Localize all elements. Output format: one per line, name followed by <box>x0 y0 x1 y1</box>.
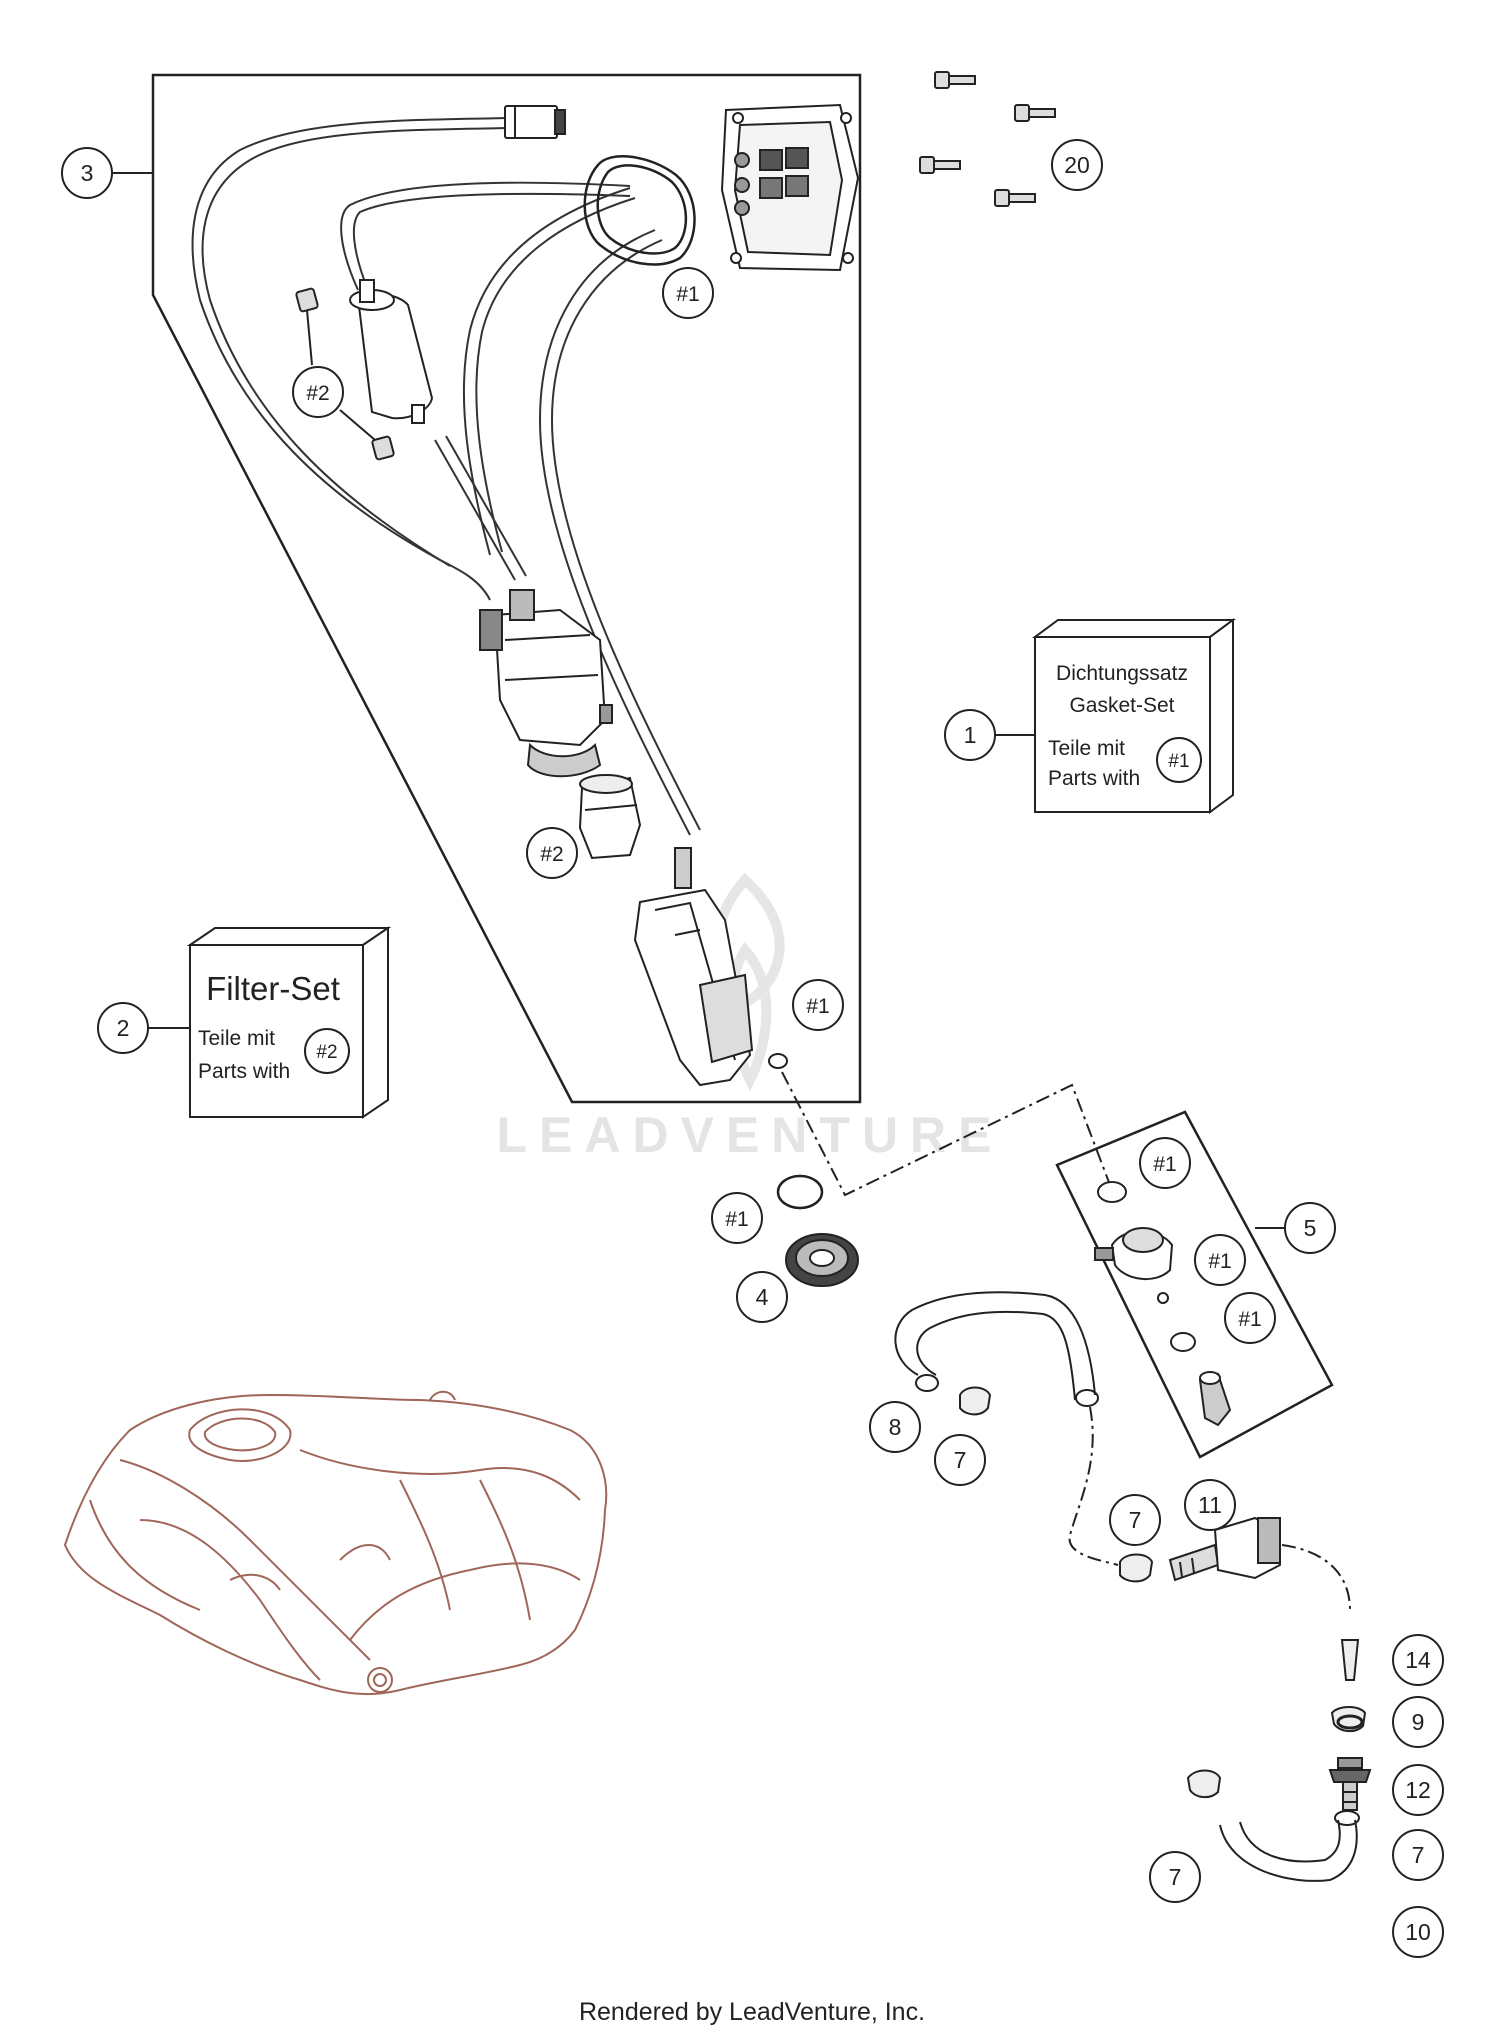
fuel-tank <box>63 1390 608 1696</box>
svg-text:20: 20 <box>1064 152 1090 178</box>
filter-set-title: Filter-Set <box>206 970 340 1007</box>
svg-text:#2: #2 <box>316 1042 337 1063</box>
quick-connector-11 <box>1168 1516 1282 1582</box>
callout-h1-group5-mid: #1 <box>1194 1234 1246 1286</box>
parts-group-frame-5 <box>1055 1110 1334 1459</box>
fuel-lines <box>340 181 701 836</box>
svg-text:12: 12 <box>1405 1777 1431 1803</box>
callout-h2-caps: #2 <box>292 366 344 418</box>
callout-h1-filter-oring: #1 <box>792 979 844 1031</box>
fuel-pump-motor <box>479 589 613 778</box>
assembly-frame <box>151 73 862 1104</box>
svg-text:14: 14 <box>1405 1647 1431 1673</box>
hose-10 <box>1219 1810 1360 1882</box>
svg-text:#1: #1 <box>806 995 829 1018</box>
svg-text:#1: #1 <box>1238 1308 1261 1331</box>
gasket-set-line4: Parts with <box>1048 767 1140 790</box>
hose-clamps <box>959 1386 1367 1798</box>
svg-text:#1: #1 <box>725 1208 748 1231</box>
svg-text:9: 9 <box>1412 1709 1425 1735</box>
o-ring-filter <box>768 1053 788 1069</box>
svg-text:#2: #2 <box>540 843 563 866</box>
callout-11: 11 <box>1184 1479 1236 1531</box>
filter-caps <box>295 287 395 461</box>
svg-text:7: 7 <box>1412 1842 1425 1868</box>
pump-seal-ring <box>583 155 696 266</box>
stack-parts <box>1328 1639 1372 1811</box>
svg-text:10: 10 <box>1405 1919 1431 1945</box>
footer-rendered-by: Rendered by LeadVenture, Inc. <box>579 1998 925 2026</box>
callout-7-clamp: 7 <box>1109 1494 1161 1546</box>
o-ring-4 <box>776 1174 824 1210</box>
svg-text:4: 4 <box>756 1284 769 1310</box>
watermark: LEADVENTURE <box>496 1107 1003 1163</box>
svg-text:7: 7 <box>954 1447 967 1473</box>
svg-text:11: 11 <box>1198 1492 1222 1518</box>
svg-text:2: 2 <box>117 1015 130 1041</box>
leader-lines-h2 <box>306 309 376 441</box>
pump-flange <box>720 103 860 272</box>
fuel-filter-element <box>633 847 754 1087</box>
callout-12: 12 <box>1392 1764 1444 1816</box>
svg-text:#1: #1 <box>1153 1153 1176 1176</box>
callout-10: 10 <box>1392 1906 1444 1958</box>
svg-text:#1: #1 <box>1168 751 1189 772</box>
callout-2: 2 <box>97 1002 149 1054</box>
svg-text:7: 7 <box>1169 1864 1182 1890</box>
svg-text:#1: #1 <box>676 283 699 306</box>
filter-sleeve <box>578 774 642 860</box>
hose-8 <box>894 1291 1099 1407</box>
callout-h1-group5-top: #1 <box>1139 1137 1191 1189</box>
callout-h1-pump-top: #1 <box>662 267 714 319</box>
wire-harness <box>191 117 511 601</box>
callout-h2-sleeve: #2 <box>526 827 578 879</box>
callout-7-hose8: 7 <box>934 1434 986 1486</box>
gasket-set-line2: Gasket-Set <box>1069 694 1174 717</box>
callout-8: 8 <box>869 1401 921 1453</box>
callout-7-right: 7 <box>1392 1829 1444 1881</box>
callout-7-left: 7 <box>1149 1851 1201 1903</box>
callout-h1-group5-bottom: #1 <box>1224 1292 1276 1344</box>
inline-fuel-filter <box>349 279 434 424</box>
callout-9: 9 <box>1392 1696 1444 1748</box>
svg-text:#1: #1 <box>1208 1250 1231 1273</box>
callout-h1-oring-4: #1 <box>711 1192 763 1244</box>
screws <box>919 71 1056 207</box>
gasket-set-line3: Teile mit <box>1048 737 1125 760</box>
callout-3: 3 <box>61 147 113 199</box>
seal-4 <box>785 1233 859 1287</box>
callout-h1-gasket-box: #1 <box>1156 737 1202 783</box>
svg-text:8: 8 <box>889 1414 902 1440</box>
dashed-connection-3 <box>1281 1544 1351 1611</box>
svg-text:7: 7 <box>1129 1507 1142 1533</box>
group-5-parts <box>1094 1181 1232 1427</box>
fuel-tube <box>434 435 527 581</box>
callout-1: 1 <box>944 709 996 761</box>
callout-20: 20 <box>1051 139 1103 191</box>
svg-text:5: 5 <box>1304 1215 1317 1241</box>
filter-set-line1: Teile mit <box>198 1027 275 1050</box>
callout-5: 5 <box>1284 1202 1336 1254</box>
dashed-connection-1 <box>781 1071 1111 1197</box>
harness-connector <box>504 105 566 139</box>
gasket-set-line1: Dichtungssatz <box>1056 662 1188 685</box>
svg-text:3: 3 <box>81 160 94 186</box>
filter-set-line2: Parts with <box>198 1060 290 1083</box>
gasket-set-box <box>1031 618 1237 814</box>
callout-14: 14 <box>1392 1634 1444 1686</box>
callout-4: 4 <box>736 1271 788 1323</box>
callout-h2-filter-box: #2 <box>304 1028 350 1074</box>
svg-text:#2: #2 <box>306 382 329 405</box>
svg-text:1: 1 <box>964 722 977 748</box>
dashed-connection-2 <box>1068 1406 1119 1566</box>
filter-set-box <box>186 926 392 1119</box>
